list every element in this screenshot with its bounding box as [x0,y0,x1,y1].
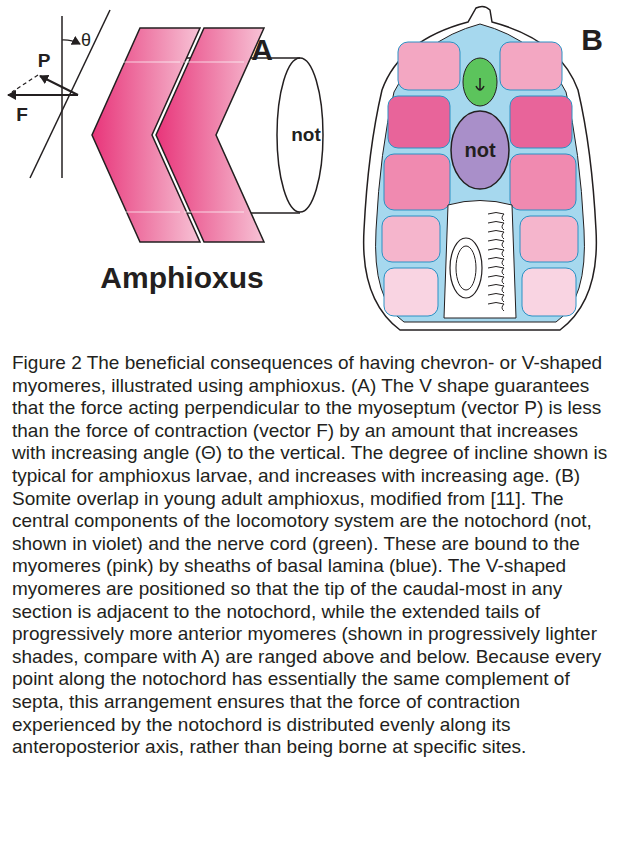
notochord-section: not [276,57,324,213]
figure-caption: Figure 2 The beneficial consequences of … [12,352,614,759]
notochord-section: not [450,110,510,190]
cross-section [364,6,597,330]
node-label: not [291,124,321,146]
vector-label: P [38,51,51,70]
angle-label: θ [81,31,91,49]
myomere-chevrons [92,28,300,242]
panel-letter: A [251,35,273,65]
node-label: not [464,139,495,162]
force-vectors [8,10,110,178]
vector-label: F [16,105,28,124]
illustration [0,0,625,345]
organism-title: Amphioxus [100,263,263,293]
panel-letter: B [581,25,603,55]
